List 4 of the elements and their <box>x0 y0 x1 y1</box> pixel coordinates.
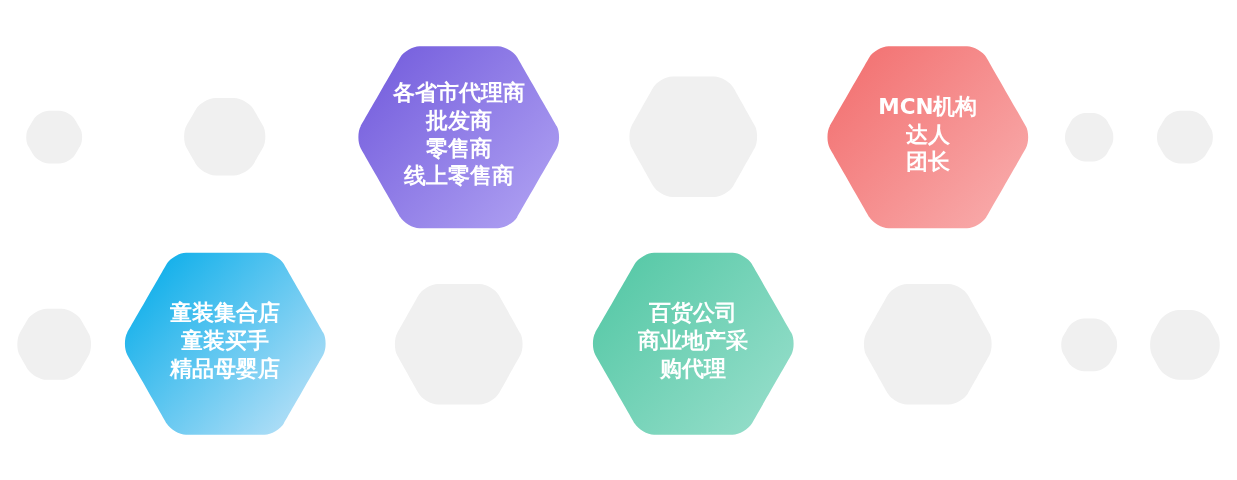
node-circle: 童装集合店 童装买手 精品母婴店 <box>124 252 326 435</box>
node-circle: 各省市代理商 批发商 零售商 线上零售商 <box>358 45 560 228</box>
node-circle: MCN机构 达人 团长 <box>827 45 1029 228</box>
node-circle: 百货公司 商业地产采购代理 <box>592 252 794 435</box>
